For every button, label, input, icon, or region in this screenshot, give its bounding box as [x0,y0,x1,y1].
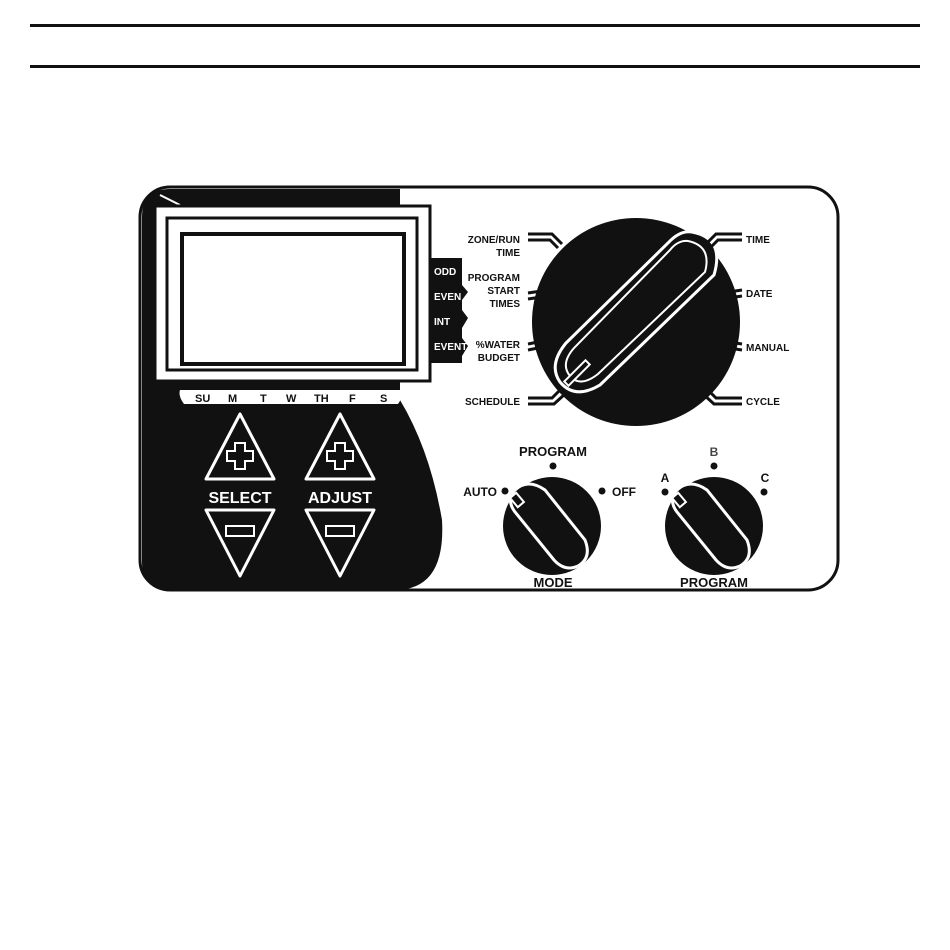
lcd-display [155,206,430,381]
day-label-w: W [286,393,297,405]
select-label: SELECT [208,490,271,507]
label-zone-run: ZONE/RUN [468,235,520,246]
minus-icon [326,526,354,536]
mode-dial[interactable] [503,477,601,575]
mode-dot-program [550,463,557,470]
label-budget: BUDGET [478,353,520,364]
day-label-su: SU [195,393,210,405]
mode-label-off: OFF [612,485,636,499]
label-cycle: CYCLE [746,397,780,408]
label-time: TIME [746,235,770,246]
program-label-b: B [710,445,719,459]
label-schedule: SCHEDULE [465,397,520,408]
mode-label-auto: AUTO [463,485,497,499]
mode-dial-title: MODE [534,575,573,590]
mode-dot-off [599,488,606,495]
schedule-tag-event: EVENT [434,342,467,353]
label-water: %WATER [476,340,521,351]
program-dial[interactable] [665,477,763,575]
day-label-m: M [228,393,237,405]
program-dot-c [761,489,768,496]
day-label-t: T [260,393,267,405]
minus-icon [226,526,254,536]
mode-label-program: PROGRAM [519,444,587,459]
program-label-c: C [761,471,770,485]
mode-dot-auto [502,488,509,495]
program-dial-title: PROGRAM [680,575,748,590]
day-strip: SU M T W TH F S [180,390,402,405]
day-label-s: S [380,393,387,405]
day-label-th: TH [314,393,329,405]
label-program: PROGRAM [468,273,520,284]
program-dot-b [711,463,718,470]
schedule-tag-int: INT [434,317,450,328]
program-dot-a [662,489,669,496]
label-start: START [487,286,520,297]
label-zone-run-time: TIME [496,248,520,259]
label-times: TIMES [489,299,520,310]
adjust-label: ADJUST [308,490,372,507]
label-manual: MANUAL [746,343,789,354]
label-date: DATE [746,289,773,300]
schedule-tag-even: EVEN [434,292,461,303]
day-label-f: F [349,393,356,405]
program-label-a: A [661,471,670,485]
schedule-tag-odd: ODD [434,267,456,278]
